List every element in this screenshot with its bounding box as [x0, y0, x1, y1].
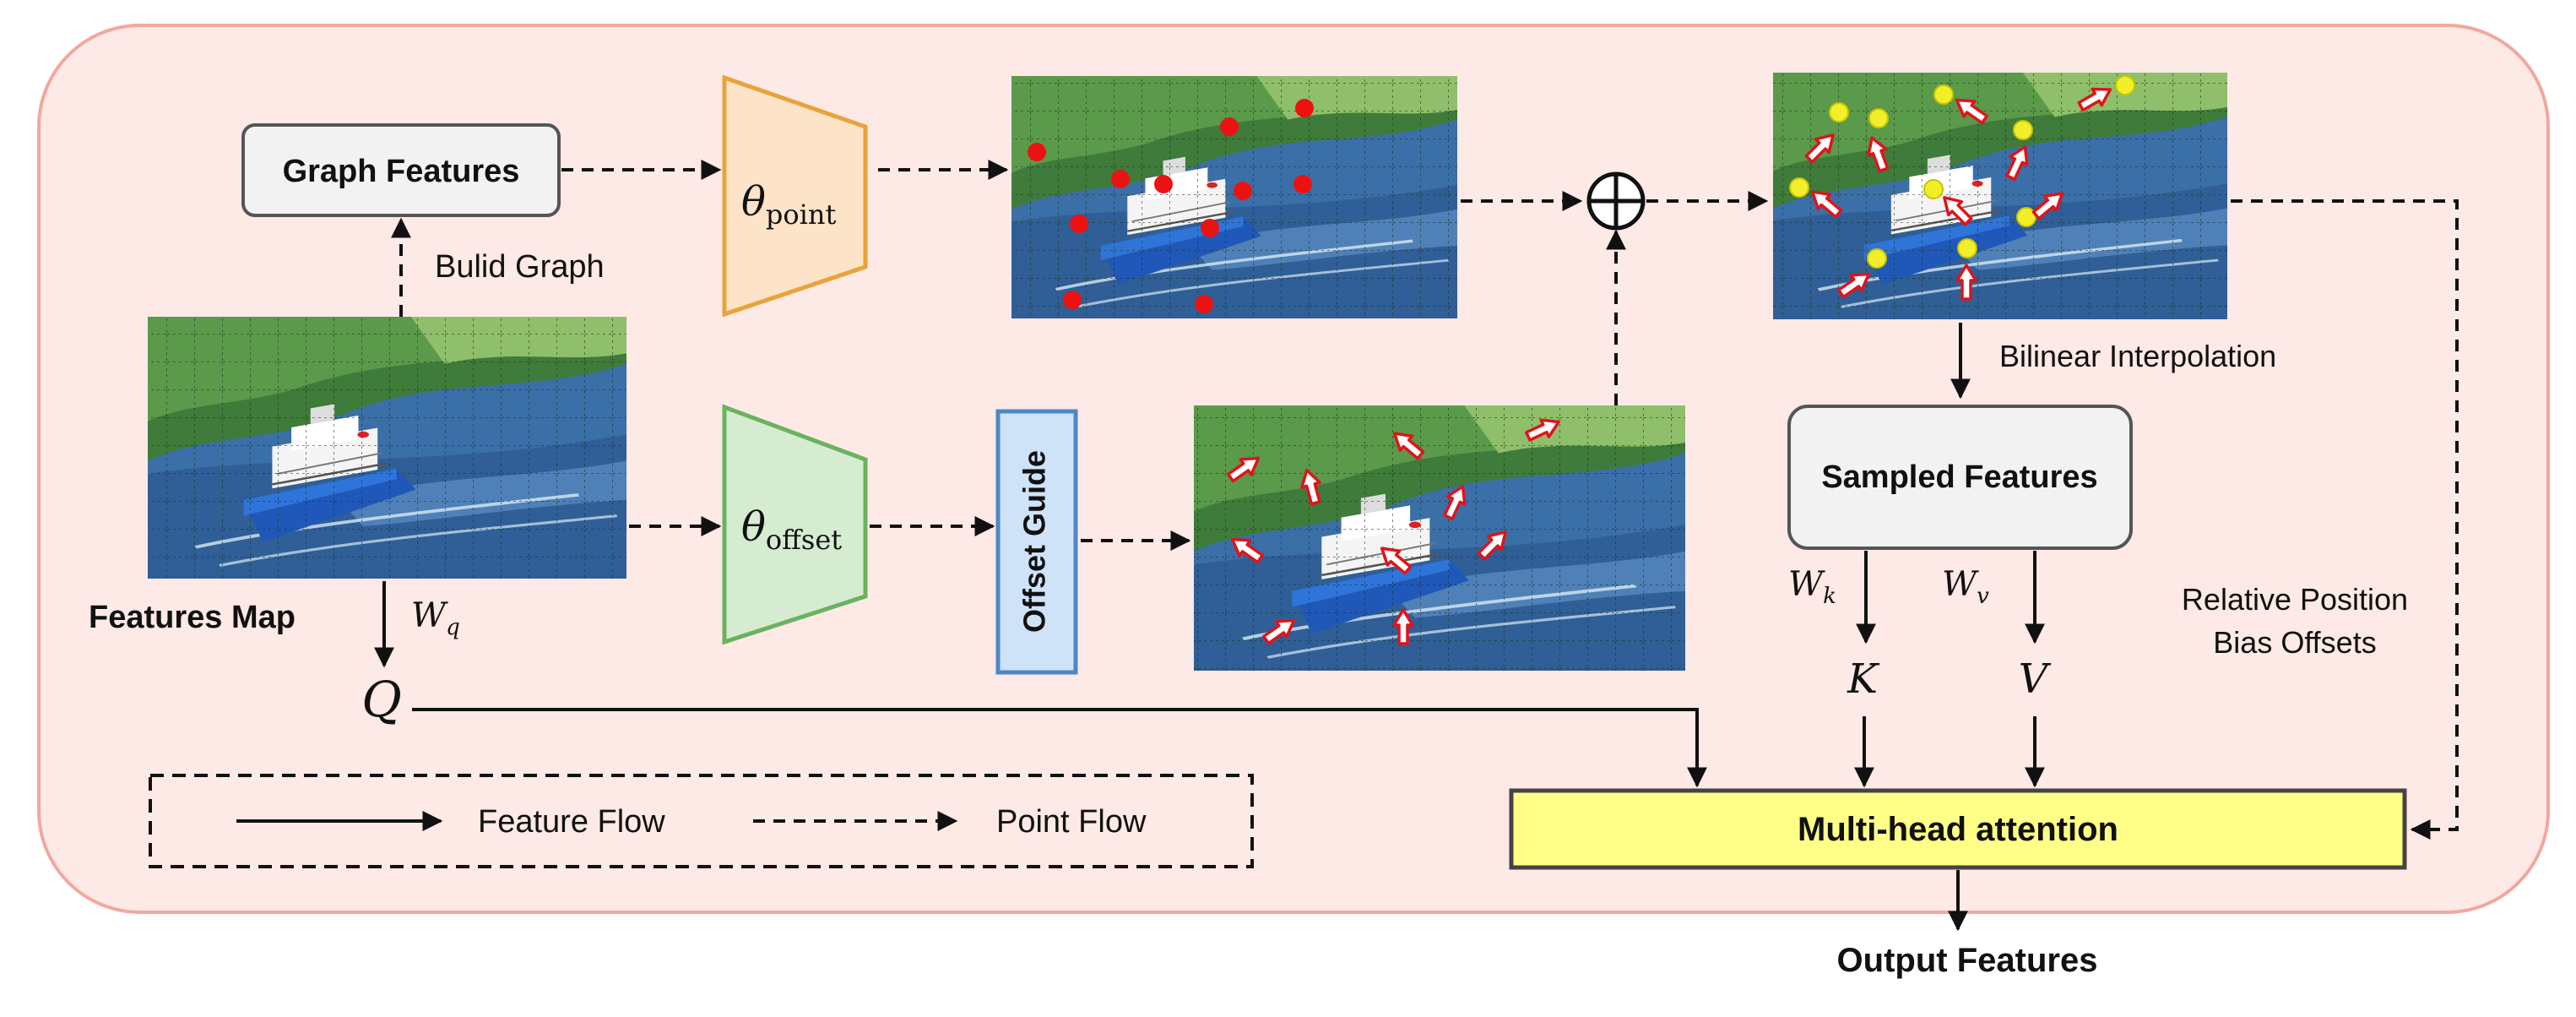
q-to-attention-path [412, 708, 1707, 788]
wv-label: Wv [1942, 565, 1989, 609]
theta-offset-label: θoffset [741, 503, 842, 556]
graph-features-label: Graph Features [283, 154, 520, 189]
legend-feature-flow-label: Feature Flow [478, 804, 665, 840]
relative-position-label-2: Bias Offsets [2213, 625, 2376, 660]
reference-point-dots [1028, 99, 1314, 313]
graph-features-box [241, 123, 561, 217]
features-map-label: Features Map [89, 600, 296, 635]
wq-label: Wq [411, 596, 460, 640]
sampled-points-image [1773, 73, 2227, 319]
multi-head-attention-label: Multi-head attention [1798, 811, 2118, 848]
wk-label: Wk [1788, 565, 1836, 609]
multi-head-attention-box [1509, 788, 2407, 870]
offset-guide-label: Offset Guide [1017, 450, 1052, 633]
theta-point-block [722, 74, 868, 318]
offsets-image [1194, 405, 1685, 671]
reference-points-image [1011, 76, 1457, 318]
k-symbol: K [1847, 655, 1880, 703]
theta-point-label: θpoint [741, 178, 837, 231]
relative-position-label-1: Relative Position [2182, 582, 2408, 617]
theta-offset-block [722, 404, 868, 645]
relative-position-path [2231, 199, 2459, 840]
offset-guide-box [995, 409, 1078, 675]
v-symbol: V [2019, 655, 2052, 703]
q-symbol: Q [361, 671, 402, 728]
sum-operator [1586, 171, 1646, 231]
features-map-image [148, 317, 626, 579]
legend-box [149, 774, 1254, 868]
output-features-label: Output Features [1837, 942, 2098, 979]
sampled-point-dots [1789, 75, 2135, 269]
sampled-features-box [1787, 405, 2133, 550]
sampled-features-label: Sampled Features [1821, 460, 2097, 495]
legend-point-flow-label: Point Flow [996, 804, 1147, 840]
bilinear-interpolation-label: Bilinear Interpolation [1999, 339, 2276, 373]
build-graph-label: Bulid Graph [435, 249, 605, 285]
